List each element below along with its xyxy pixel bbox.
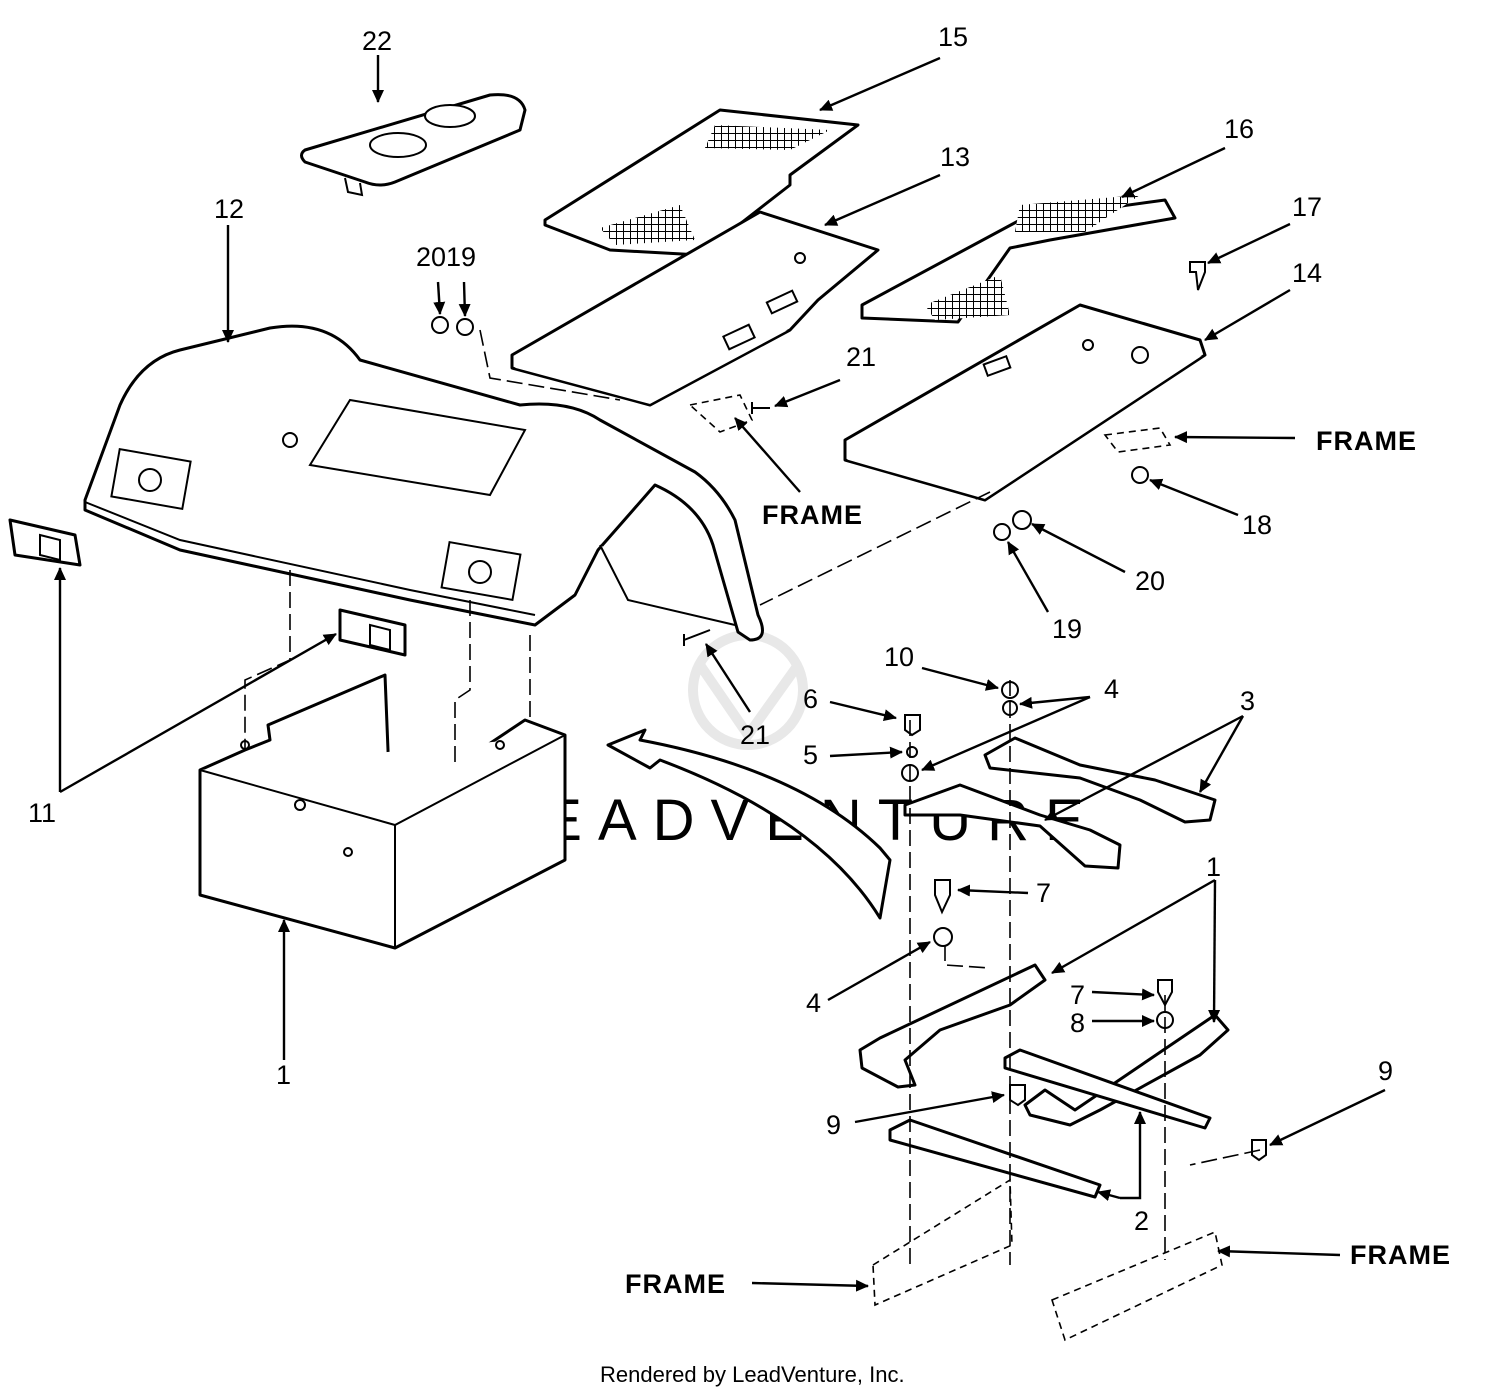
callout-13: 13 xyxy=(940,142,970,172)
callout-1-right: 1 xyxy=(1206,852,1221,882)
callout-22: 22 xyxy=(362,26,392,56)
frame-label-right: FRAME xyxy=(1316,426,1417,456)
callout-7-bottom: 7 xyxy=(1070,980,1085,1010)
callout-15: 15 xyxy=(938,22,968,52)
callout-18: 18 xyxy=(1242,510,1272,540)
callout-9-right: 9 xyxy=(1378,1056,1393,1086)
part-1-battery-box xyxy=(198,673,567,950)
callout-8: 8 xyxy=(1070,1008,1085,1038)
part-22-access-plate xyxy=(300,93,527,197)
callout-20: 20 xyxy=(1135,566,1165,596)
hardware xyxy=(431,261,1267,1162)
part-12-fender xyxy=(83,324,764,642)
part-3-brackets xyxy=(903,736,1217,870)
hidden-lines xyxy=(244,329,1261,1265)
frame-label-bottom-left: FRAME xyxy=(625,1269,726,1299)
callout-21-bottom: 21 xyxy=(740,720,770,750)
part-13-plate xyxy=(510,210,880,407)
part-16-mesh-panel xyxy=(860,195,1177,324)
callout-17: 17 xyxy=(1292,192,1322,222)
callout-1-left: 1 xyxy=(276,1060,291,1090)
part-14-plate xyxy=(843,303,1207,502)
part-15-mesh-panel xyxy=(543,108,860,257)
callout-5: 5 xyxy=(803,740,818,770)
leader-2-lower xyxy=(1097,1189,1121,1201)
part-11-light-left xyxy=(8,518,82,567)
leader-2-branch xyxy=(1120,1111,1146,1200)
callout-21-top: 21 xyxy=(846,342,876,372)
frame-outlines xyxy=(688,394,1223,1342)
callout-11: 11 xyxy=(28,798,56,828)
callout-6: 6 xyxy=(803,684,818,714)
footer-credit: Rendered by LeadVenture, Inc. xyxy=(600,1362,905,1387)
assembly-arrow xyxy=(606,728,892,920)
callout-4-top: 4 xyxy=(1104,674,1119,704)
frame-label-bottom-right: FRAME xyxy=(1350,1240,1451,1270)
callout-7-top: 7 xyxy=(1036,878,1051,908)
callout-2019: 2019 xyxy=(416,242,476,272)
callout-10: 10 xyxy=(884,642,914,672)
leader-arrows xyxy=(54,55,1386,1292)
frame-label-center: FRAME xyxy=(762,500,863,530)
callout-14: 14 xyxy=(1292,258,1322,288)
callout-12: 12 xyxy=(214,194,244,224)
callout-4-bottom: 4 xyxy=(806,988,821,1018)
callout-3: 3 xyxy=(1240,686,1255,716)
part-1-lower-brackets xyxy=(858,963,1230,1127)
callout-19: 19 xyxy=(1052,614,1082,644)
callout-16: 16 xyxy=(1224,114,1254,144)
part-11-light-right xyxy=(338,608,407,657)
callout-9-left: 9 xyxy=(826,1110,841,1140)
callout-2: 2 xyxy=(1134,1206,1149,1236)
